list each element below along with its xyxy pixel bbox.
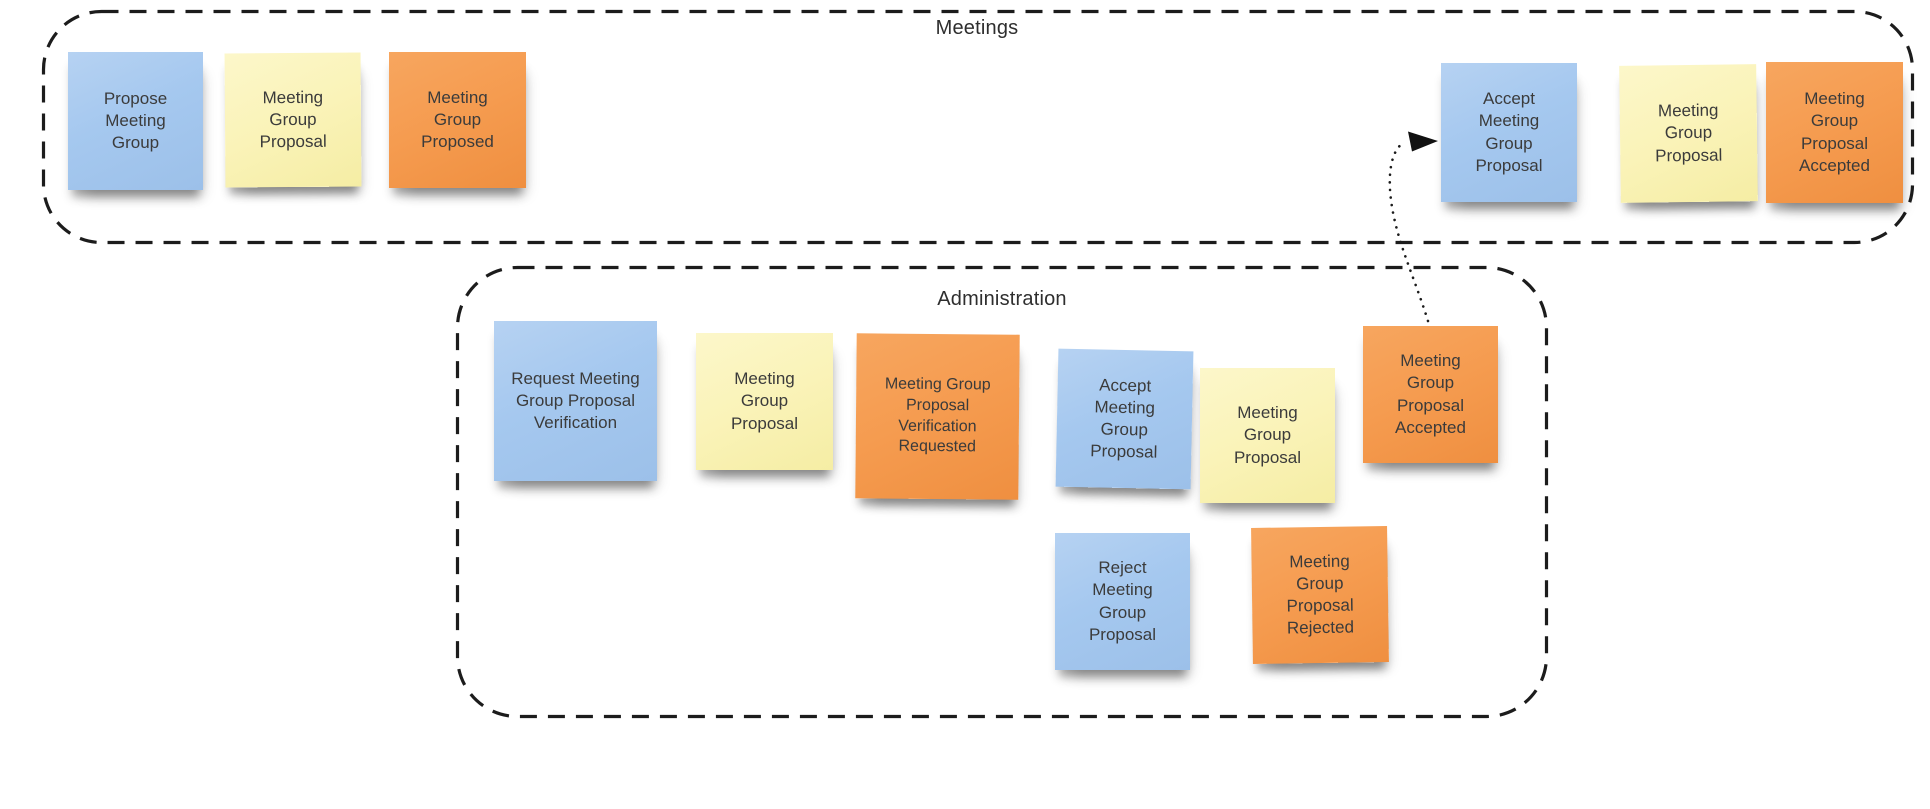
note-meetings-accept-meeting-group-proposal[interactable]: Accept Meeting Group Proposal [1441, 63, 1577, 202]
note-admin-meeting-group-proposal-verification-requested[interactable]: Meeting Group Proposal Verification Requ… [855, 333, 1020, 500]
note-meetings-meeting-group-proposal-right[interactable]: Meeting Group Proposal [1619, 64, 1758, 203]
administration-lane-border[interactable] [455, 265, 1549, 719]
meetings-lane-border[interactable] [41, 9, 1915, 245]
administration-lane-title: Administration [937, 288, 1067, 310]
note-meetings-meeting-group-proposed[interactable]: Meeting Group Proposed [389, 52, 526, 188]
note-admin-meeting-group-proposal-rejected[interactable]: Meeting Group Proposal Rejected [1251, 526, 1389, 664]
note-admin-meeting-group-proposal-accepted[interactable]: Meeting Group Proposal Accepted [1363, 326, 1498, 463]
meetings-lane-title: Meetings [935, 17, 1019, 39]
note-meetings-meeting-group-proposal-accepted[interactable]: Meeting Group Proposal Accepted [1766, 62, 1903, 203]
note-admin-meeting-group-proposal-2[interactable]: Meeting Group Proposal [1200, 368, 1335, 503]
note-admin-accept-meeting-group-proposal[interactable]: Accept Meeting Group Proposal [1055, 348, 1194, 490]
note-meetings-propose-meeting-group[interactable]: Propose Meeting Group [68, 52, 203, 190]
note-admin-request-meeting-group-proposal-verification[interactable]: Request Meeting Group Proposal Verificat… [494, 321, 657, 481]
note-meetings-meeting-group-proposal-left[interactable]: Meeting Group Proposal [224, 52, 362, 188]
note-admin-reject-meeting-group-proposal[interactable]: Reject Meeting Group Proposal [1055, 533, 1190, 670]
dotted-arrow-line[interactable] [1388, 141, 1430, 323]
note-admin-meeting-group-proposal-1[interactable]: Meeting Group Proposal [696, 333, 833, 470]
arrowhead-icon [1408, 131, 1438, 152]
